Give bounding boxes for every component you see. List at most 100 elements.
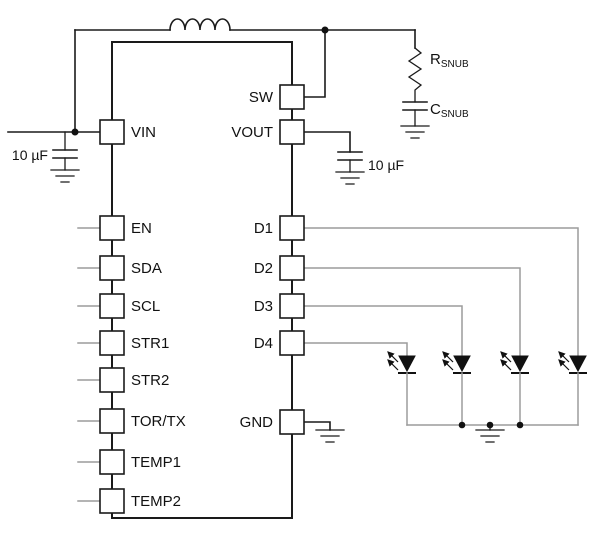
snubber-capacitor-subscript: SNUB [441, 109, 469, 120]
pin-d3-label: D3 [254, 298, 273, 315]
pin-d1-label: D1 [254, 220, 273, 237]
pin-temp1-pad [99, 449, 125, 475]
led-1 [387, 351, 416, 426]
junction-dot [486, 421, 494, 429]
pin-sda-label: SDA [131, 260, 162, 277]
gnd-pin-ground [303, 421, 345, 443]
led-triangle [569, 355, 587, 373]
led-emission-arrows [558, 351, 570, 371]
snubber-resistor-label: RSNUB [430, 51, 469, 70]
pin-d4-pad [279, 330, 305, 356]
pin-vout: VOUT [231, 119, 305, 145]
resistor-zigzag [407, 47, 423, 103]
ground-symbol-snubber [400, 125, 430, 139]
pin-d3: D3 [254, 293, 305, 319]
snubber-resistor-symbol: R [430, 51, 441, 68]
pin-d2-pad [279, 255, 305, 281]
input-cap-plates [52, 149, 78, 159]
inductor [169, 18, 231, 31]
pin-vout-pad [279, 119, 305, 145]
snubber-resistor-subscript: SNUB [441, 59, 469, 70]
pin-en: EN [99, 215, 152, 241]
pin-temp2-pad [99, 488, 125, 514]
pin-d1-pad [279, 215, 305, 241]
led-return-rail [406, 421, 579, 443]
pin-gnd: GND [240, 409, 305, 435]
snubber-capacitor-symbol: C [430, 101, 441, 118]
pin-vout-label: VOUT [231, 124, 273, 141]
emission-arrow [387, 359, 399, 371]
emission-arrow [442, 359, 454, 371]
input-capacitor: 10 µF [12, 131, 80, 183]
output-capacitor: 10 µF [335, 151, 404, 185]
pin-gnd-label: GND [240, 414, 274, 431]
inductor-coil [169, 18, 231, 31]
pin-tor-tx-pad [99, 408, 125, 434]
output-cap-plates [337, 151, 363, 161]
pin-temp1-label: TEMP1 [131, 454, 181, 471]
led-drive-wires [303, 227, 579, 357]
junction-dot [321, 26, 329, 34]
led-emission-arrows [387, 351, 399, 371]
pin-en-label: EN [131, 220, 152, 237]
led-emission-arrows [442, 351, 454, 371]
pin-d1: D1 [254, 215, 305, 241]
emission-arrow [558, 351, 570, 363]
led-triangle [453, 355, 471, 373]
wire-gnd [303, 421, 331, 431]
pin-temp1: TEMP1 [99, 449, 181, 475]
pin-d4: D4 [254, 330, 305, 356]
pin-d2: D2 [254, 255, 305, 281]
emission-arrow [442, 351, 454, 363]
output-capacitor-value: 10 µF [368, 157, 404, 173]
ground-lines [475, 429, 505, 443]
d1-wire [303, 227, 579, 357]
pin-str1-label: STR1 [131, 335, 169, 352]
pin-sda-pad [99, 255, 125, 281]
emission-arrow [500, 351, 512, 363]
power-wires [7, 29, 416, 153]
pin-vin-pad [99, 119, 125, 145]
led-2 [442, 351, 471, 426]
led-triangle [511, 355, 529, 373]
wire-vout-to-cap [303, 131, 351, 153]
snubber-cap-plates [402, 101, 428, 111]
emission-arrow [558, 359, 570, 371]
pin-tor-tx: TOR/TX [99, 408, 186, 434]
snubber-capacitor-label: CSNUB [430, 101, 469, 120]
pin-str1: STR1 [99, 330, 169, 356]
pin-vin: VIN [99, 119, 156, 145]
pin-sda: SDA [99, 255, 162, 281]
pin-d3-pad [279, 293, 305, 319]
junction-dot [458, 421, 466, 429]
d2-wire [303, 267, 521, 357]
wire-sw-to-top [303, 29, 326, 98]
pin-temp2-label: TEMP2 [131, 493, 181, 510]
pin-en-pad [99, 215, 125, 241]
pin-vin-label: VIN [131, 124, 156, 141]
pin-tor-tx-label: TOR/TX [131, 413, 186, 430]
junction-dot [516, 421, 524, 429]
led-3 [500, 351, 529, 426]
left-pin-stubs [77, 227, 101, 502]
pin-str2-pad [99, 367, 125, 393]
input-capacitor-value: 10 µF [12, 147, 48, 163]
d4-wire [303, 342, 408, 357]
emission-arrow [387, 351, 399, 363]
pin-d4-label: D4 [254, 335, 273, 352]
pin-sw-label: SW [249, 89, 274, 106]
pin-str1-pad [99, 330, 125, 356]
junction-dots [71, 26, 329, 136]
ground-lines [400, 125, 430, 139]
ic-body [111, 41, 293, 519]
d3-wire [303, 305, 463, 357]
ground-lines [315, 429, 345, 443]
snubber-resistor: RSNUB [407, 47, 469, 103]
pin-scl: SCL [99, 293, 160, 319]
pin-sw-pad [279, 84, 305, 110]
pin-str2-label: STR2 [131, 372, 169, 389]
pin-gnd-pad [279, 409, 305, 435]
led-emission-arrows [500, 351, 512, 371]
pin-scl-pad [99, 293, 125, 319]
